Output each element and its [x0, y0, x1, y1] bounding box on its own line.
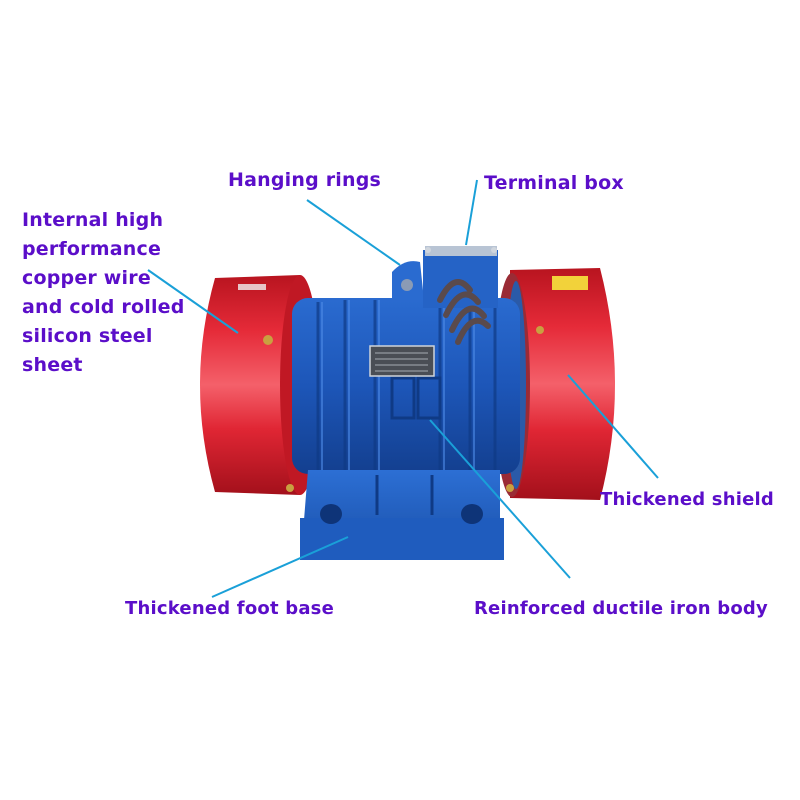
leader-body — [429, 419, 571, 579]
leader-thickened-shield — [567, 374, 659, 479]
motor-body — [292, 298, 520, 474]
leader-internal — [147, 269, 239, 334]
callout-hanging-rings: Hanging rings — [228, 169, 382, 191]
callout-terminal-box: Terminal box — [484, 172, 624, 194]
leader-terminal-box — [465, 179, 478, 246]
callout-internal-line-2: performance — [22, 238, 162, 260]
callout-internal-line-4: and cold rolled — [22, 296, 185, 318]
callout-reinforced-body: Reinforced ductile iron body — [474, 598, 768, 619]
leader-lines — [147, 179, 659, 598]
callout-internal-line-1: Internal high — [22, 209, 164, 231]
terminal-box — [423, 246, 498, 345]
foot-base — [300, 470, 504, 560]
leader-foot-base — [211, 536, 349, 598]
callout-internal-line-5: silicon steel — [22, 325, 153, 347]
callout-internal: Internal high performance copper wire an… — [22, 206, 185, 380]
callout-internal-line-3: copper wire — [22, 267, 151, 289]
callout-thickened-shield: Thickened shield — [600, 489, 774, 510]
hanging-ring — [392, 261, 424, 300]
callout-internal-line-6: sheet — [22, 354, 83, 376]
callout-thickened-foot-base: Thickened foot base — [125, 598, 334, 619]
leader-hanging-rings — [306, 199, 401, 266]
